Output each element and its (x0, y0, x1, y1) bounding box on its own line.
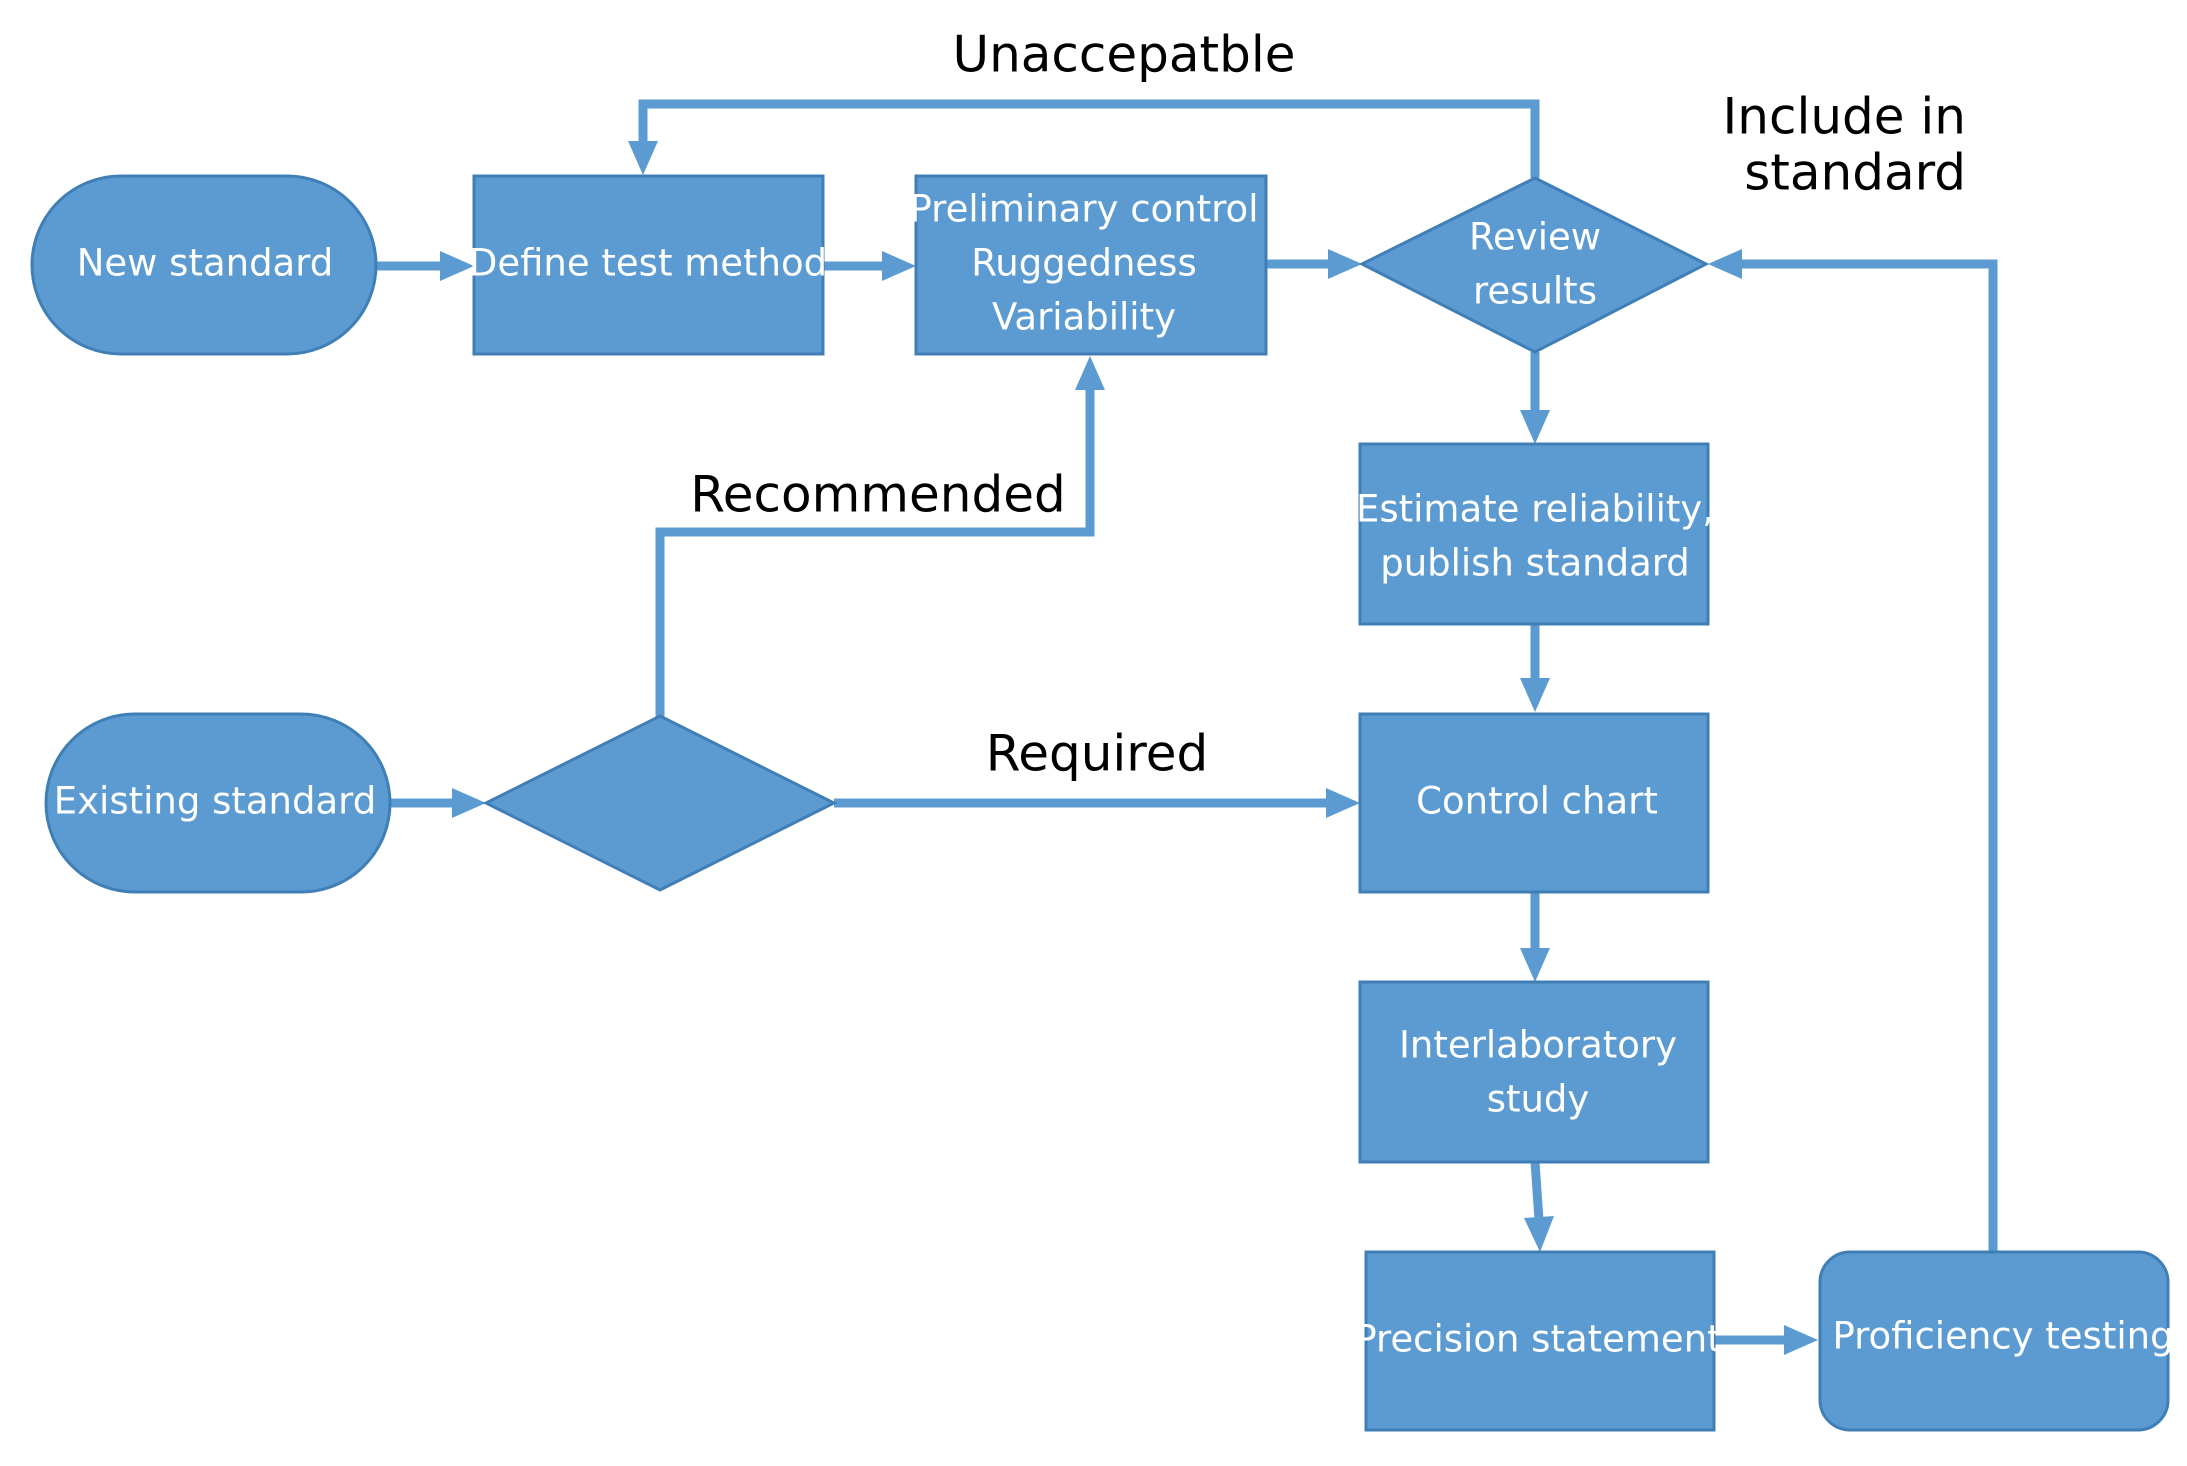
nodes: New standard Define test method Prelimin… (30, 174, 2174, 1432)
edge-control-chart-to-interlaboratory-study (1520, 892, 1550, 982)
text-line: Review (1469, 216, 1601, 259)
text-line: Estimate reliability, (1356, 488, 1714, 531)
text-line: Preliminary control (910, 188, 1259, 231)
node-proficiency-testing: Proficiency testing (1818, 1250, 2174, 1432)
edge-label-recommended: Recommended (690, 466, 1065, 524)
edge-label-unacceptable: Unaccepatble (952, 26, 1295, 84)
text-line: Define test method (469, 242, 827, 285)
node-interlaboratory-study: Interlaboratory study (1358, 980, 1710, 1164)
edge-define-test-method-to-preliminary-control (823, 251, 916, 281)
text-line: standard (1744, 144, 1966, 202)
text-line: Ruggedness (971, 242, 1197, 285)
connectors (376, 99, 1998, 1355)
edge-decision-recommended (655, 356, 1105, 718)
node-define-test-method-text: Define test method (469, 242, 827, 285)
node-new-standard-text: New standard (77, 242, 334, 285)
node-review-results-text: Review results (1469, 216, 1601, 313)
node-existing-standard-text: Existing standard (54, 780, 376, 823)
text-line: Existing standard (54, 780, 376, 823)
node-review-results: Review results (1358, 176, 1710, 354)
edge-review-results-unacceptable-loop (628, 99, 1540, 178)
edge-existing-standard-to-decision (390, 788, 486, 818)
text-line: results (1473, 270, 1597, 313)
edge-decision-required (834, 788, 1360, 818)
node-control-chart: Control chart (1358, 712, 1710, 894)
text-line: Interlaboratory (1399, 1024, 1677, 1067)
node-estimate-reliability: Estimate reliability, publish standard (1356, 442, 1714, 626)
edge-precision-statement-to-proficiency-testing (1714, 1325, 1818, 1355)
node-interlaboratory-study-text: Interlaboratory study (1399, 1024, 1677, 1121)
node-proficiency-testing-text: Proficiency testing (1832, 1315, 2173, 1358)
edge-label-required: Required (986, 725, 1209, 783)
edge-interlaboratory-study-to-precision-statement (1524, 1161, 1554, 1252)
text-line: Precision statement (1354, 1318, 1721, 1361)
edge-estimate-reliability-to-control-chart (1520, 624, 1550, 712)
text-line: Variability (992, 296, 1176, 339)
text-line: publish standard (1380, 542, 1690, 585)
text-line: Recommended (690, 466, 1065, 524)
node-precision-statement: Precision statement (1354, 1250, 1722, 1432)
text-line: Proficiency testing (1832, 1315, 2173, 1358)
text-line: New standard (77, 242, 334, 285)
text-line: Required (986, 725, 1209, 783)
node-decision (482, 714, 838, 892)
node-new-standard: New standard (30, 174, 378, 356)
edge-new-standard-to-define-test-method (376, 251, 474, 281)
node-estimate-reliability-text: Estimate reliability, publish standard (1356, 488, 1714, 585)
text-line: Control chart (1416, 780, 1658, 823)
text-line: Include in (1723, 88, 1966, 146)
edge-proficiency-testing-include-in-standard (1708, 249, 1998, 1252)
edge-preliminary-control-to-review-results (1266, 249, 1362, 279)
text-line: Unaccepatble (952, 26, 1295, 84)
node-define-test-method: Define test method (469, 174, 827, 356)
node-precision-statement-text: Precision statement (1354, 1318, 1721, 1361)
node-existing-standard: Existing standard (44, 712, 392, 894)
node-control-chart-text: Control chart (1416, 780, 1658, 823)
text-line: study (1487, 1078, 1590, 1121)
edge-review-results-to-estimate-reliability (1520, 352, 1550, 444)
